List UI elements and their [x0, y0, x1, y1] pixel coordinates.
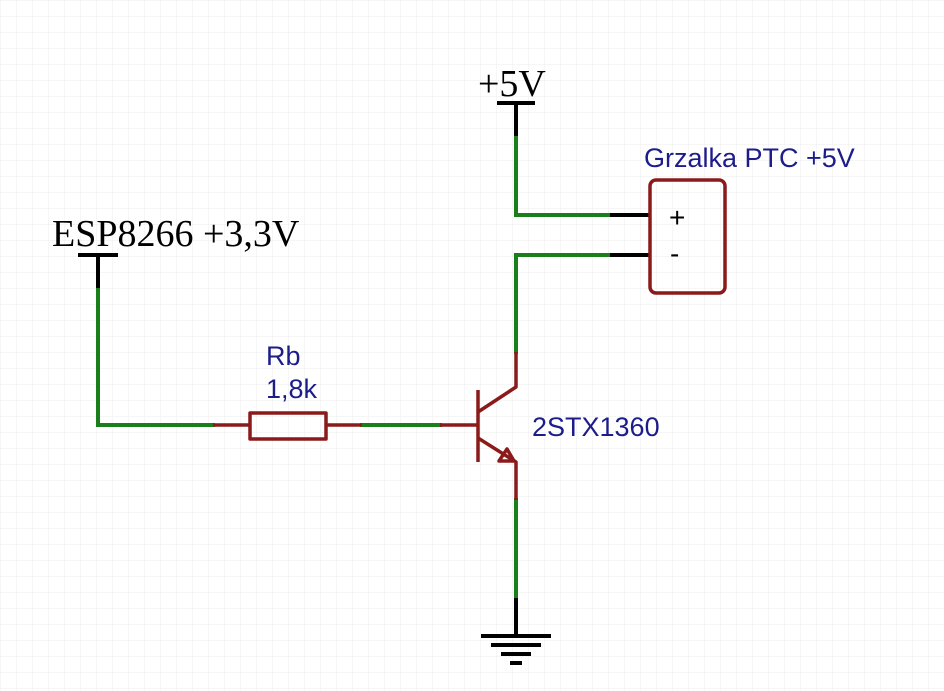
heater-label: Grzalka PTC +5V [644, 143, 855, 173]
vcc-label: +5V [478, 63, 546, 105]
vcc-supply[interactable]: +5V [478, 63, 546, 138]
transistor-emitter-arrow [497, 447, 516, 463]
transistor-npn[interactable]: 2STX1360 [440, 352, 660, 500]
ground-symbol[interactable] [481, 598, 551, 665]
esp-label: ESP8266 +3,3V [52, 213, 300, 255]
resistor-rb[interactable]: Rb 1,8k [213, 341, 362, 441]
wire-heater-collector[interactable] [514, 253, 612, 354]
heater-plus-label: + [669, 202, 685, 233]
transistor-label: 2STX1360 [532, 412, 660, 442]
heater-ptc[interactable]: Grzalka PTC +5V + - [610, 143, 855, 295]
transistor-collector [477, 352, 518, 414]
wire-esp-resistor[interactable] [96, 288, 215, 427]
resistor-value: 1,8k [266, 374, 318, 404]
esp-supply[interactable]: ESP8266 +3,3V [52, 213, 300, 290]
heater-minus-label: - [670, 238, 679, 269]
heater-body [648, 178, 727, 295]
transistor-emitter [477, 436, 518, 500]
wires [96, 136, 612, 600]
wire-vcc-heater[interactable] [514, 136, 612, 217]
resistor-name: Rb [266, 341, 301, 371]
